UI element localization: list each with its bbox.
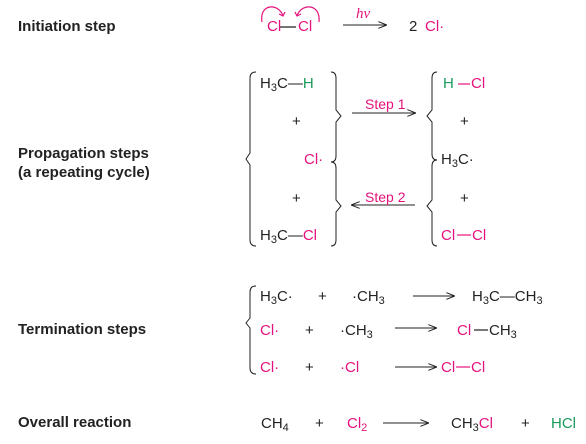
curved-arrow-right-head bbox=[294, 11, 302, 17]
termination-steps-label: Termination steps bbox=[18, 321, 147, 338]
chloromethane-methyl: CH3 bbox=[489, 322, 517, 341]
plus-sign: + bbox=[315, 415, 324, 432]
chlorine-product-right: Cl bbox=[471, 359, 486, 376]
step2-reactant-brace bbox=[330, 161, 342, 247]
initiation-cl-right: Cl bbox=[298, 18, 313, 35]
termination-bracket bbox=[245, 285, 257, 375]
initiation-coefficient: 2 bbox=[409, 18, 418, 35]
step2-product-brace bbox=[426, 159, 438, 247]
initiation-product: Cl· bbox=[425, 18, 445, 35]
step1-product-brace bbox=[426, 71, 438, 161]
h3c-text: H3C bbox=[260, 75, 288, 94]
chlorine-atom: Cl bbox=[302, 227, 317, 244]
chlorine-radical: Cl· bbox=[304, 151, 324, 168]
termination-1-methyl-radical-b: ·CH3 bbox=[352, 288, 385, 307]
step1-label: Step 1 bbox=[365, 96, 406, 112]
plus-sign: + bbox=[460, 190, 469, 207]
methane-carbon: H3C—H bbox=[260, 75, 314, 94]
plus-sign: + bbox=[292, 113, 301, 130]
plus-sign: + bbox=[292, 190, 301, 207]
propagation-left-bracket bbox=[245, 71, 257, 247]
termination-3-chlorine-radical: Cl· bbox=[260, 359, 280, 376]
overall-reaction-label: Overall reaction bbox=[18, 414, 132, 431]
curved-arrow-right bbox=[296, 6, 320, 23]
chloromethane: CH3Cl bbox=[451, 415, 493, 434]
chloromethane-reactant: H3C—Cl bbox=[260, 227, 317, 246]
plus-sign: + bbox=[305, 359, 314, 376]
ch3-text: CH3Cl bbox=[451, 415, 493, 434]
termination-2-chlorine-radical: Cl· bbox=[260, 322, 280, 339]
light-condition: hν bbox=[356, 6, 371, 22]
hydrogen-chloride: HCl bbox=[551, 415, 576, 432]
h3c-text: H3C bbox=[260, 227, 288, 246]
plus-sign: + bbox=[318, 288, 327, 305]
cl2-product-right: Cl bbox=[472, 227, 487, 244]
initiation-cl-left: Cl bbox=[267, 18, 282, 35]
methane: CH4 bbox=[261, 415, 289, 434]
cl2-product-left: Cl bbox=[441, 227, 456, 244]
hcl-hydrogen: H bbox=[443, 75, 454, 92]
methyl-radical: H3C· bbox=[441, 151, 474, 170]
termination-1-methyl-radical: H3C· bbox=[260, 288, 293, 307]
chloromethane-chlorine: Cl bbox=[457, 322, 472, 339]
hcl-chlorine: Cl bbox=[471, 75, 486, 92]
termination-2-methyl-radical: ·CH3 bbox=[340, 322, 373, 341]
plus-sign: + bbox=[460, 113, 469, 130]
initiation-step-label: Initiation step bbox=[18, 18, 116, 35]
methane-hydrogen: H bbox=[302, 75, 314, 92]
curved-arrow-left bbox=[261, 6, 284, 23]
step1-reactant-brace bbox=[330, 71, 342, 163]
curved-arrow-left-head bbox=[278, 11, 286, 17]
chlorine-molecule: Cl2 bbox=[347, 415, 368, 434]
termination-3-chlorine-radical-b: ·Cl bbox=[340, 359, 360, 376]
propagation-cycle-label: (a repeating cycle) bbox=[18, 164, 150, 181]
step2-label: Step 2 bbox=[365, 189, 406, 205]
chlorine-product-left: Cl bbox=[441, 359, 456, 376]
propagation-steps-label: Propagation steps bbox=[18, 145, 149, 162]
plus-sign: + bbox=[521, 415, 530, 432]
plus-sign: + bbox=[305, 322, 314, 339]
ethane-product: H3C—CH3 bbox=[472, 288, 543, 307]
